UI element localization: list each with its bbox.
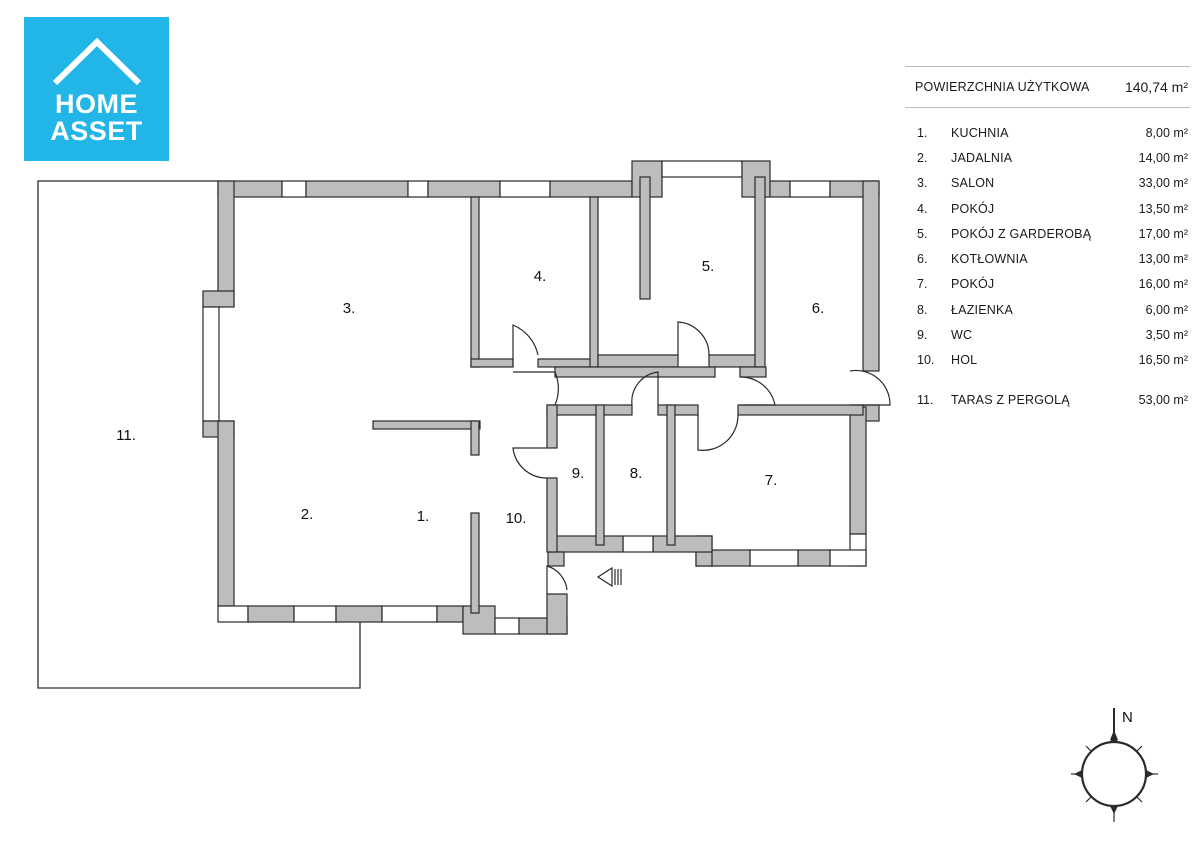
- room-label-11: 11.: [116, 427, 136, 444]
- list-item: 4. POKÓJ 13,50 m²: [905, 196, 1190, 221]
- room-number: 11.: [917, 392, 934, 407]
- list-item: 2. JADALNIA 14,00 m²: [905, 145, 1190, 170]
- room-label-5: 5.: [702, 258, 715, 275]
- room-number: 6.: [917, 252, 928, 267]
- total-area-label: POWIERZCHNIA UŻYTKOWA: [915, 80, 1090, 94]
- room-name: HOL: [951, 353, 978, 368]
- room-name: KOTŁOWNIA: [951, 252, 1028, 267]
- room-number: 3.: [917, 176, 928, 191]
- room-number: 7.: [917, 277, 928, 292]
- total-area-row: POWIERZCHNIA UŻYTKOWA 140,74 m²: [905, 66, 1190, 108]
- room-label-1: 1.: [417, 508, 430, 525]
- list-item: 1. KUCHNIA 8,00 m²: [905, 120, 1190, 145]
- room-label-3: 3.: [343, 300, 356, 317]
- room-name: KUCHNIA: [951, 125, 1009, 140]
- terrace-outline: [37, 180, 361, 689]
- roof-icon: [52, 37, 142, 86]
- room-list: 1. KUCHNIA 8,00 m² 2. JADALNIA 14,00 m² 3. SA…: [905, 120, 1190, 412]
- door-swings: [512, 321, 891, 594]
- room-name: WC: [951, 328, 973, 343]
- room-area: 13,00 m²: [1138, 252, 1188, 267]
- room-area: 6,00 m²: [1145, 302, 1188, 317]
- room-area: 14,00 m²: [1138, 150, 1188, 165]
- room-label-7: 7.: [765, 472, 778, 489]
- walls: [202, 160, 880, 635]
- room-number: 4.: [917, 201, 928, 216]
- room-number: 9.: [917, 328, 928, 343]
- logo-background: [24, 17, 169, 161]
- list-item: 10. HOL 16,50 m²: [905, 348, 1190, 373]
- compass-north-label: N: [1122, 709, 1133, 726]
- room-name: SALON: [951, 176, 995, 191]
- room-area: 3,50 m²: [1145, 328, 1188, 343]
- room-label-9: 9.: [572, 465, 585, 482]
- room-name: POKÓJ: [951, 201, 995, 216]
- home-asset-logo: HOME ASSET: [24, 17, 169, 161]
- room-number: 5.: [917, 226, 928, 241]
- room-number: 8.: [917, 302, 928, 317]
- room-number: 10.: [917, 353, 935, 368]
- room-area: 8,00 m²: [1145, 125, 1188, 140]
- room-label-2: 2.: [301, 506, 314, 523]
- room-area: 13,50 m²: [1138, 201, 1188, 216]
- total-area-value: 140,74 m²: [1124, 79, 1188, 95]
- room-number: 2.: [917, 150, 928, 165]
- room-name: TARAS Z PERGOLĄ: [951, 392, 1070, 407]
- list-item: 7. POKÓJ 16,00 m²: [905, 272, 1190, 297]
- area-legend: POWIERZCHNIA UŻYTKOWA 140,74 m² 1. KUCHNI…: [905, 66, 1190, 412]
- entrance-arrow-icon: [596, 566, 622, 588]
- list-item: 5. POKÓJ Z GARDEROBĄ 17,00 m²: [905, 221, 1190, 246]
- room-area: 53,00 m²: [1138, 392, 1188, 407]
- room-label-4: 4.: [534, 268, 547, 285]
- compass-icon: N: [1071, 708, 1158, 822]
- room-name: POKÓJ Z GARDEROBĄ: [951, 226, 1092, 241]
- room-area: 16,00 m²: [1138, 277, 1188, 292]
- list-item: 3. SALON 33,00 m²: [905, 171, 1190, 196]
- room-name: JADALNIA: [951, 150, 1013, 165]
- room-number: 1.: [917, 125, 928, 140]
- room-label-6: 6.: [812, 300, 825, 317]
- list-item: 6. KOTŁOWNIA 13,00 m²: [905, 246, 1190, 271]
- room-name: ŁAZIENKA: [951, 302, 1014, 317]
- logo-line-1: HOME: [55, 89, 138, 119]
- room-area: 16,50 m²: [1138, 353, 1188, 368]
- list-item: 8. ŁAZIENKA 6,00 m²: [905, 297, 1190, 322]
- room-name: POKÓJ: [951, 277, 995, 292]
- room-label-8: 8.: [630, 465, 643, 482]
- room-area: 33,00 m²: [1138, 176, 1188, 191]
- room-area: 17,00 m²: [1138, 226, 1188, 241]
- list-item: 11. TARAS Z PERGOLĄ 53,00 m²: [905, 387, 1190, 412]
- logo-line-2: ASSET: [50, 116, 143, 146]
- room-label-10: 10.: [506, 510, 527, 527]
- list-item: 9. WC 3,50 m²: [905, 322, 1190, 347]
